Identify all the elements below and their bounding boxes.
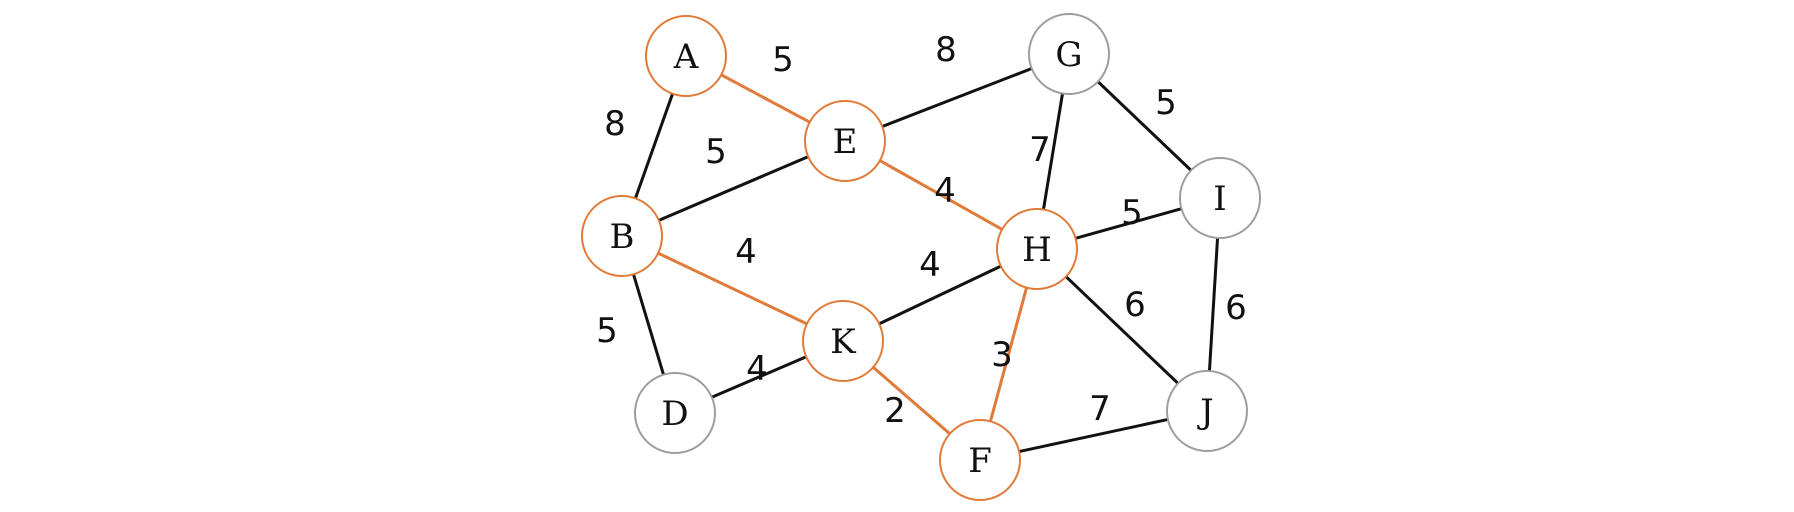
edge-d-k bbox=[711, 355, 807, 399]
edge-weight-h-f: 3 bbox=[991, 335, 1013, 375]
edge-weight-i-j: 6 bbox=[1225, 288, 1247, 328]
node-e: E bbox=[804, 100, 886, 182]
edge-weight-a-e: 5 bbox=[772, 40, 794, 80]
edge-weights-layer: 5 8 5 8 5 7 4 4 5 5 4 6 6 4 3 2 7 bbox=[596, 30, 1247, 431]
edge-b-k bbox=[657, 251, 808, 326]
node-circle-f bbox=[939, 419, 1021, 501]
edge-g-i bbox=[1096, 80, 1193, 172]
edge-weight-b-d: 5 bbox=[596, 311, 618, 351]
edge-h-i bbox=[1075, 207, 1182, 240]
node-label-i: I bbox=[1213, 179, 1226, 219]
node-h: H bbox=[996, 208, 1078, 290]
node-label-h: H bbox=[1022, 230, 1052, 270]
node-label-k: K bbox=[830, 322, 856, 362]
node-label-a: A bbox=[673, 37, 699, 77]
edge-e-h bbox=[879, 159, 1003, 231]
node-g: G bbox=[1028, 13, 1110, 95]
node-circle-i bbox=[1179, 157, 1261, 239]
node-circle-h bbox=[996, 208, 1078, 290]
node-label-b: B bbox=[610, 217, 635, 257]
edge-k-h bbox=[878, 264, 1002, 326]
edge-weight-b-e: 5 bbox=[705, 132, 727, 172]
edge-weight-e-h: 4 bbox=[934, 171, 956, 211]
edge-i-j bbox=[1207, 237, 1220, 372]
nodes-layer: A B D E G H I J K F bbox=[581, 13, 1261, 501]
node-i: I bbox=[1179, 157, 1261, 239]
edge-b-d bbox=[632, 273, 665, 376]
edge-weight-a-b: 8 bbox=[604, 104, 626, 144]
edge-k-f bbox=[872, 366, 951, 435]
edge-weight-g-h: 7 bbox=[1029, 130, 1051, 170]
node-label-f: F bbox=[968, 441, 992, 481]
node-f: F bbox=[939, 419, 1021, 501]
node-a: A bbox=[645, 15, 727, 97]
edge-weight-h-j: 6 bbox=[1124, 285, 1146, 325]
edge-h-j bbox=[1064, 275, 1180, 385]
node-circle-j bbox=[1166, 370, 1248, 452]
node-label-g: G bbox=[1055, 35, 1082, 75]
edge-weight-f-j: 7 bbox=[1089, 389, 1111, 429]
node-b: B bbox=[581, 195, 663, 277]
node-circle-k bbox=[802, 300, 884, 382]
edge-weight-k-h: 4 bbox=[919, 245, 941, 285]
edge-f-j bbox=[1018, 417, 1169, 454]
edge-weight-k-f: 2 bbox=[884, 391, 906, 431]
node-k: K bbox=[802, 300, 884, 382]
edge-a-b bbox=[633, 93, 675, 199]
edge-weight-h-i: 5 bbox=[1121, 193, 1143, 233]
node-label-j: J bbox=[1197, 392, 1214, 432]
node-circle-a bbox=[645, 15, 727, 97]
edge-weight-g-i: 5 bbox=[1155, 83, 1177, 123]
edge-g-h bbox=[1041, 93, 1065, 210]
node-circle-e bbox=[804, 100, 886, 182]
node-label-d: D bbox=[661, 394, 688, 434]
edge-weight-b-k: 4 bbox=[735, 232, 757, 272]
node-label-e: E bbox=[833, 122, 858, 162]
node-d: D bbox=[634, 372, 716, 454]
edge-h-f bbox=[988, 287, 1029, 422]
edge-a-e bbox=[720, 73, 811, 124]
edge-weight-e-g: 8 bbox=[935, 30, 957, 70]
edge-e-g bbox=[881, 67, 1033, 128]
edge-b-e bbox=[658, 155, 809, 222]
node-circle-d bbox=[634, 372, 716, 454]
edge-weight-d-k: 4 bbox=[746, 349, 768, 389]
node-circle-g bbox=[1028, 13, 1110, 95]
node-circle-b bbox=[581, 195, 663, 277]
edges-layer bbox=[632, 67, 1220, 454]
node-j: J bbox=[1166, 370, 1248, 452]
